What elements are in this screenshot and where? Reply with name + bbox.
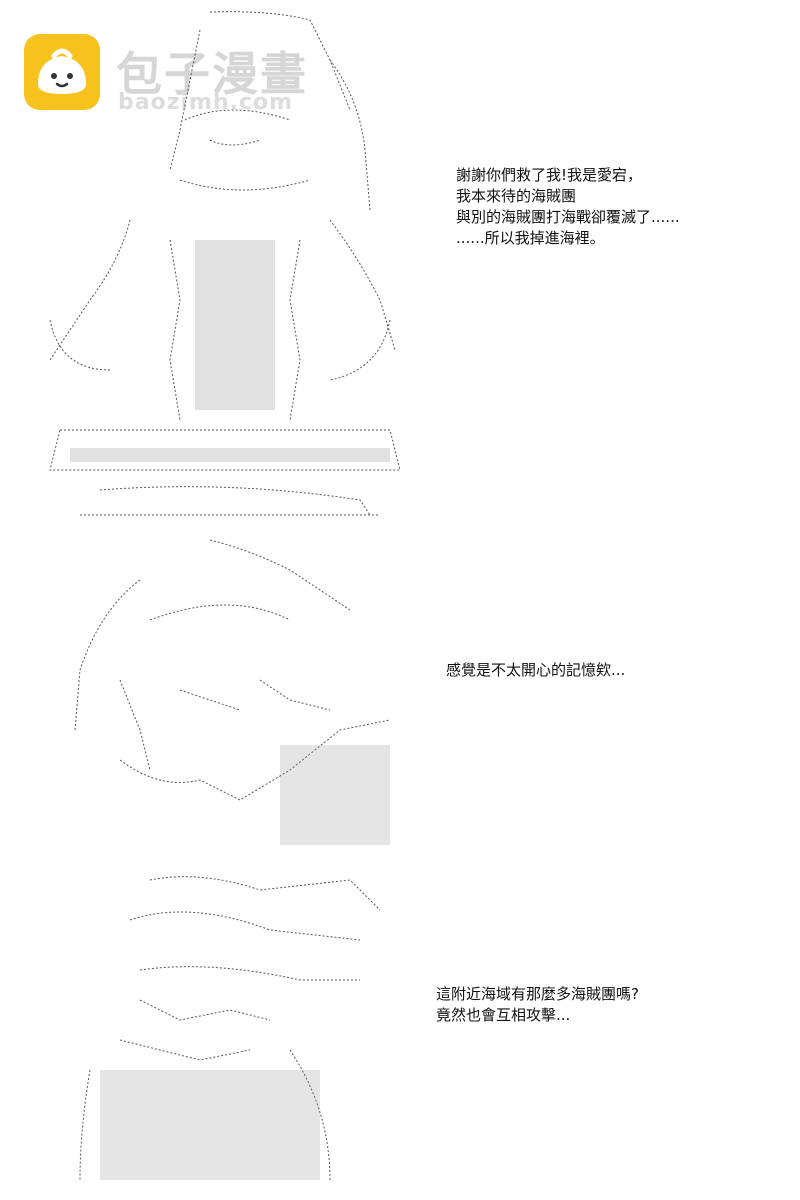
- dialogue-panel-3: 這附近海域有那麼多海賊團嗎? 竟然也會互相攻擊...: [436, 984, 639, 1026]
- dialogue-line: 謝謝你們救了我!我是愛宕，: [456, 166, 643, 184]
- site-watermark: 包子漫畫 baozimh.com: [24, 34, 324, 115]
- ascii-art-character-3: [79, 876, 381, 1181]
- watermark-title: 包子漫畫: [116, 47, 308, 101]
- panel-3: 這附近海域有那麼多海賊團嗎? 竟然也會互相攻擊...: [0, 850, 800, 1200]
- dialogue-line: 我本來待的海賊團: [456, 187, 577, 205]
- dialogue-line: 這附近海域有那麼多海賊團嗎?: [436, 985, 639, 1003]
- dialogue-line: ......所以我掉進海裡。: [456, 229, 605, 247]
- dialogue-line: 感覺是不太開心的記憶欸...: [446, 661, 626, 679]
- dialogue-panel-1: 謝謝你們救了我!我是愛宕， 我本來待的海賊團 與別的海賊團打海戰卻覆滅了....…: [456, 165, 680, 249]
- dialogue-panel-2: 感覺是不太開心的記憶欸...: [446, 660, 625, 681]
- ascii-art-character-1: [49, 11, 401, 516]
- dialogue-line: 竟然也會互相攻擊...: [436, 1006, 571, 1024]
- watermark-subtitle: baozimh.com: [118, 90, 294, 115]
- ascii-art-character-2: [74, 539, 391, 845]
- dialogue-line: 與別的海賊團打海戰卻覆滅了......: [456, 208, 680, 226]
- panel-2: 感覺是不太開心的記憶欸...: [0, 530, 800, 850]
- bun-logo-icon: [24, 34, 100, 110]
- panel-1: 謝謝你們救了我!我是愛宕， 我本來待的海賊團 與別的海賊團打海戰卻覆滅了....…: [0, 0, 800, 530]
